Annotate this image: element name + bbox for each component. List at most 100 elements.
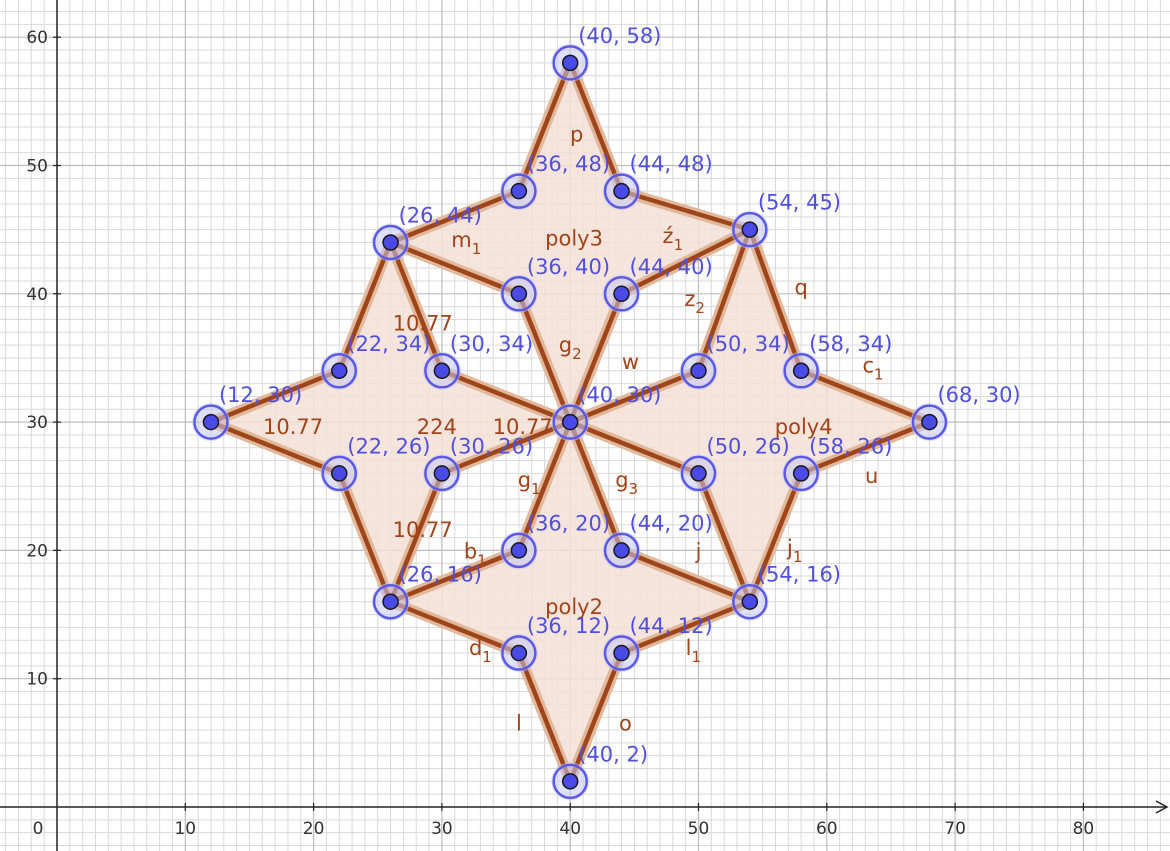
segment[interactable] [619, 548, 753, 604]
point-ring [193, 404, 229, 440]
point-label: (22, 26) [347, 434, 430, 458]
point-P25[interactable] [561, 773, 579, 790]
point-P3[interactable] [613, 182, 630, 200]
point-label: (40, 58) [578, 24, 661, 48]
point-label: (36, 20) [527, 511, 610, 535]
x-tick-label: 10 [174, 819, 196, 839]
x-tick-label: 70 [944, 819, 966, 839]
segment[interactable] [798, 419, 932, 476]
segment-label: poly2 [545, 595, 603, 619]
point-P22[interactable] [741, 593, 759, 610]
point-P9[interactable] [433, 362, 451, 380]
segment[interactable] [567, 650, 624, 784]
point-ring [603, 635, 640, 671]
point-ring [372, 583, 409, 620]
point-P13[interactable] [561, 413, 579, 431]
segment[interactable] [439, 368, 573, 425]
segment[interactable] [696, 227, 753, 374]
segment[interactable] [567, 368, 701, 425]
segment[interactable] [388, 188, 522, 245]
segment-label: p [570, 123, 583, 147]
point-ring [783, 353, 819, 389]
point-ring [732, 583, 768, 620]
point-label: (44, 40) [630, 255, 713, 279]
point-label: (44, 48) [630, 152, 713, 176]
segment[interactable] [567, 291, 624, 425]
point-P15[interactable] [331, 465, 348, 482]
point-label: (36, 12) [527, 614, 610, 638]
segment[interactable] [567, 419, 624, 553]
y-tick-label: 60 [26, 28, 48, 48]
segment-label: g1 [518, 468, 541, 498]
segment[interactable] [208, 368, 342, 425]
point-P10[interactable] [690, 362, 707, 380]
polygon-poly3[interactable] [390, 62, 750, 423]
segment[interactable] [619, 599, 753, 656]
polygons-layer [210, 62, 930, 782]
point-label: (12, 30) [219, 383, 302, 407]
segments-layer [205, 57, 935, 787]
point-label: (30, 34) [450, 332, 533, 356]
point-P6[interactable] [510, 285, 528, 303]
point-ring [424, 455, 460, 492]
point-P20[interactable] [613, 542, 630, 559]
point-P11[interactable] [792, 362, 810, 380]
segment[interactable] [696, 471, 753, 604]
point-label: (30, 26) [450, 434, 533, 458]
point-P12[interactable] [202, 413, 220, 431]
point-P23[interactable] [510, 644, 528, 662]
point-P5[interactable] [382, 234, 399, 251]
point-P1[interactable] [561, 54, 579, 72]
point-P2[interactable] [510, 182, 528, 200]
segment[interactable] [388, 548, 522, 604]
point-ring [680, 353, 717, 389]
point-ring [321, 353, 358, 389]
point-P4[interactable] [741, 221, 759, 238]
segment[interactable] [747, 471, 804, 604]
point-P8[interactable] [331, 362, 348, 380]
segment[interactable] [798, 368, 932, 425]
segment[interactable] [388, 240, 445, 374]
point-label: (36, 48) [527, 152, 610, 176]
segment[interactable] [516, 419, 573, 553]
point-P14[interactable] [921, 413, 938, 431]
point-label: (50, 34) [707, 332, 790, 356]
segment[interactable] [516, 60, 573, 194]
segment-label: poly3 [545, 227, 603, 251]
point-P21[interactable] [382, 593, 399, 610]
polygon-poly2[interactable] [390, 422, 750, 782]
segment[interactable] [619, 227, 753, 297]
point-P7[interactable] [613, 285, 630, 303]
segment-label: poly4 [775, 415, 833, 439]
segment[interactable] [516, 291, 573, 425]
segment[interactable] [388, 599, 522, 656]
segment[interactable] [619, 188, 753, 232]
segment[interactable] [567, 419, 701, 476]
polygon-poly1[interactable] [210, 242, 571, 602]
segment-label: q [794, 275, 807, 299]
segment[interactable] [337, 471, 393, 604]
segment-label: l [516, 712, 522, 736]
point-P19[interactable] [510, 542, 528, 559]
point-ring [501, 276, 537, 312]
point-P18[interactable] [792, 465, 810, 482]
point-ring [501, 532, 537, 569]
polygon-poly4[interactable] [570, 229, 930, 602]
segment[interactable] [747, 227, 804, 374]
point-ring [501, 635, 537, 671]
segment[interactable] [516, 650, 573, 784]
points-layer [191, 43, 949, 801]
point-ring [783, 455, 819, 492]
point-P24[interactable] [613, 644, 630, 662]
segment-label: w [622, 350, 639, 374]
segment[interactable] [567, 60, 624, 194]
segment[interactable] [337, 240, 393, 374]
segment[interactable] [388, 471, 445, 604]
point-P16[interactable] [433, 465, 451, 482]
segment[interactable] [388, 240, 522, 297]
segment[interactable] [439, 419, 573, 476]
segment[interactable] [208, 419, 342, 476]
point-P17[interactable] [690, 465, 707, 482]
